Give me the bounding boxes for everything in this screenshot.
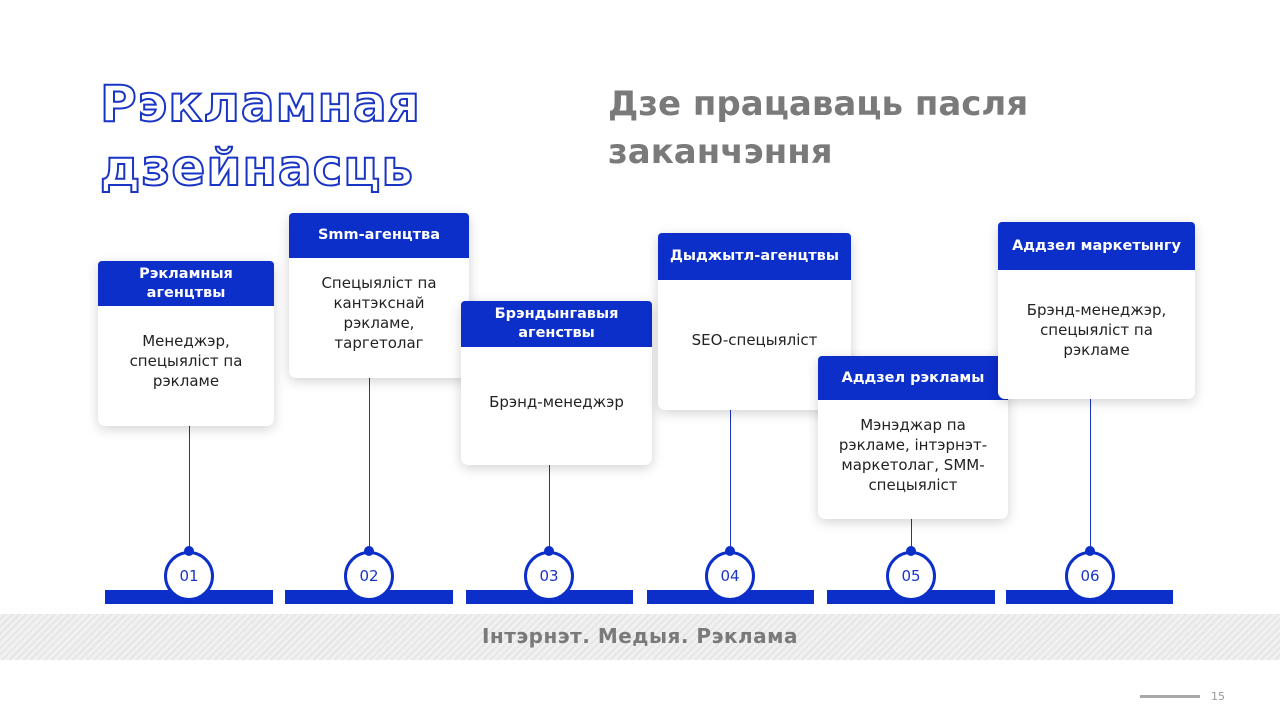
step-heading-02: Smm-агенцтва bbox=[289, 213, 469, 258]
step-body-04: SEO-спецыяліст bbox=[691, 331, 818, 349]
connector-dot-04 bbox=[725, 546, 735, 556]
step-number-05: 05 bbox=[886, 551, 936, 601]
step-body-02: Спецыяліст па кантэкснай рэкламе, таргет… bbox=[321, 274, 437, 352]
step-number-04: 04 bbox=[705, 551, 755, 601]
connector-dot-01 bbox=[184, 546, 194, 556]
connector-dot-05 bbox=[906, 546, 916, 556]
slide-title: Рэкламная дзейнасць bbox=[99, 74, 421, 198]
connector-line-05 bbox=[911, 519, 912, 550]
step-heading-04: Дыджытл-агенцтвы bbox=[658, 233, 851, 280]
step-card-06: Аддзел маркетынгу Брэнд-менеджэр, спецыя… bbox=[998, 222, 1195, 399]
connector-line-01 bbox=[189, 426, 190, 550]
step-number-01: 01 bbox=[164, 551, 214, 601]
step-heading-06: Аддзел маркетынгу bbox=[998, 222, 1195, 270]
connector-dot-03 bbox=[544, 546, 554, 556]
step-heading-05: Аддзел рэкламы bbox=[818, 356, 1008, 400]
connector-line-04 bbox=[730, 410, 731, 550]
step-heading-01: Рэкламныя агенцтвы bbox=[98, 261, 274, 306]
page-number: 15 bbox=[1211, 690, 1225, 703]
step-body-06: Брэнд-менеджэр, спецыяліст па рэкламе bbox=[1026, 301, 1167, 359]
page-number-line bbox=[1140, 695, 1200, 698]
connector-line-02 bbox=[369, 378, 370, 550]
step-card-01: Рэкламныя агенцтвы Менеджэр, спецыяліст … bbox=[98, 261, 274, 426]
connector-line-06 bbox=[1090, 399, 1091, 550]
step-card-02: Smm-агенцтва Спецыяліст па кантэкснай рэ… bbox=[289, 213, 469, 378]
connector-dot-02 bbox=[364, 546, 374, 556]
step-body-05: Мэнэджар па рэкламе, інтэрнэт-маркетолаг… bbox=[838, 416, 988, 494]
step-body-01: Менеджэр, спецыяліст па рэкламе bbox=[129, 332, 243, 390]
step-card-05: Аддзел рэкламы Мэнэджар па рэкламе, інтэ… bbox=[818, 356, 1008, 519]
footer-caption: Інтэрнэт. Медыя. Рэклама bbox=[481, 624, 799, 648]
step-number-03: 03 bbox=[524, 551, 574, 601]
step-number-06: 06 bbox=[1065, 551, 1115, 601]
connector-line-03 bbox=[549, 465, 550, 550]
step-number-02: 02 bbox=[344, 551, 394, 601]
connector-dot-06 bbox=[1085, 546, 1095, 556]
footer-band bbox=[0, 614, 1280, 660]
slide-subtitle: Дзе працаваць пасля заканчэння bbox=[608, 84, 1029, 172]
step-card-03: Брэндынгавыя агенствы Брэнд-менеджэр bbox=[461, 301, 652, 465]
step-heading-03: Брэндынгавыя агенствы bbox=[461, 301, 652, 347]
step-body-03: Брэнд-менеджэр bbox=[489, 393, 624, 411]
